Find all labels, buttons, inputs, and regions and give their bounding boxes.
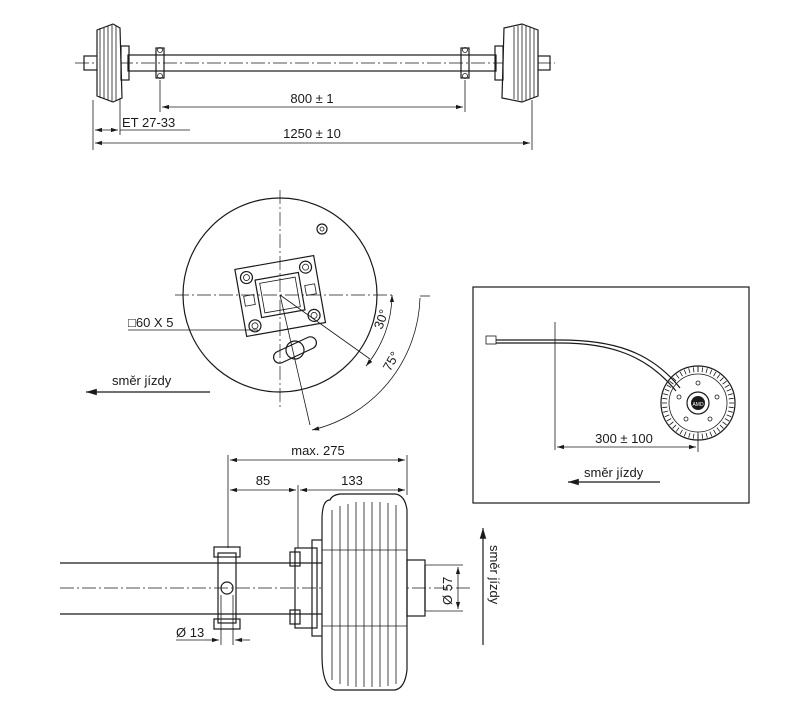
drum-tick [726,388,732,392]
drum-tick [662,397,668,400]
inset-logo: AMD [692,402,704,408]
drum-tick [692,433,695,439]
angle-30-label: 30° [371,307,392,331]
direction-up-label: směr jízdy [487,545,502,605]
dim-85-label: 85 [256,473,270,488]
drum-tick [664,414,670,418]
dim-800-label: 800 ± 1 [290,91,333,106]
hub-side-view: 30° 75° □60 X 5 směr jízdy [86,190,430,431]
drum-tick [727,393,733,396]
axle-top-view: 800 ± 1 ET 27-33 1250 ± 10 [75,23,555,150]
dim-square-label: □60 X 5 [128,315,173,330]
angle-75-label: 75° [380,349,403,374]
drum-tick [669,380,674,385]
drum-tick [727,410,733,413]
drum-tick [701,367,704,373]
drum-tick [663,410,669,413]
dim-d57-label: Ø 57 [440,577,455,605]
drum-tick [728,397,734,400]
drum-tick [664,388,670,392]
drum-tick [716,374,721,379]
inset-dim-label: 300 ± 100 [595,431,653,446]
drum-tick [719,424,724,429]
dim-et-label: ET 27-33 [122,115,175,130]
direction-left-label: směr jízdy [112,373,172,388]
drum-tick [688,368,691,374]
dim-1250-label: 1250 ± 10 [283,126,341,141]
drum-tick [726,414,732,418]
dim-d13-label: Ø 13 [176,625,204,640]
drum-tick [709,431,713,437]
right-hub-top [494,23,539,103]
drum-tick [705,368,708,374]
drum-tick [675,374,680,379]
drum-tick [688,432,691,438]
drum-tick [701,433,704,439]
drum-tick [719,377,724,382]
drum-tick [666,418,672,422]
drum-tick [722,380,727,385]
dim-max275-label: max. 275 [291,443,344,458]
drum-tick [666,384,672,388]
drum-tick [724,384,730,388]
drum-tick [713,429,717,435]
drum-tick [683,369,687,375]
drum-tick [672,377,677,382]
drum-tick [669,421,674,426]
drum-tick [683,431,687,437]
drum-tick [692,367,695,373]
drum-tick [722,421,727,426]
drum-tick [672,424,677,429]
drum-tick [713,371,717,377]
dim-133-label: 133 [341,473,363,488]
hub-detail-view: max. 275 85 133 Ø 57 Ø 13 směr jízdy [60,443,502,691]
drum-tick [679,429,683,435]
drum-tick [705,432,708,438]
drum-tick [728,406,734,409]
brake-drum [321,493,408,691]
drum-tick [724,418,730,422]
drum-tick [675,427,680,432]
cable-inset: AMD 300 ± 100 směr jízdy [472,286,750,504]
drum-tick [679,371,683,377]
inset-direction-label: směr jízdy [584,465,644,480]
left-hub-top [96,23,130,103]
drum-tick [662,406,668,409]
drum-tick [709,369,713,375]
drum-tick [663,393,669,396]
drum-tick [716,427,721,432]
